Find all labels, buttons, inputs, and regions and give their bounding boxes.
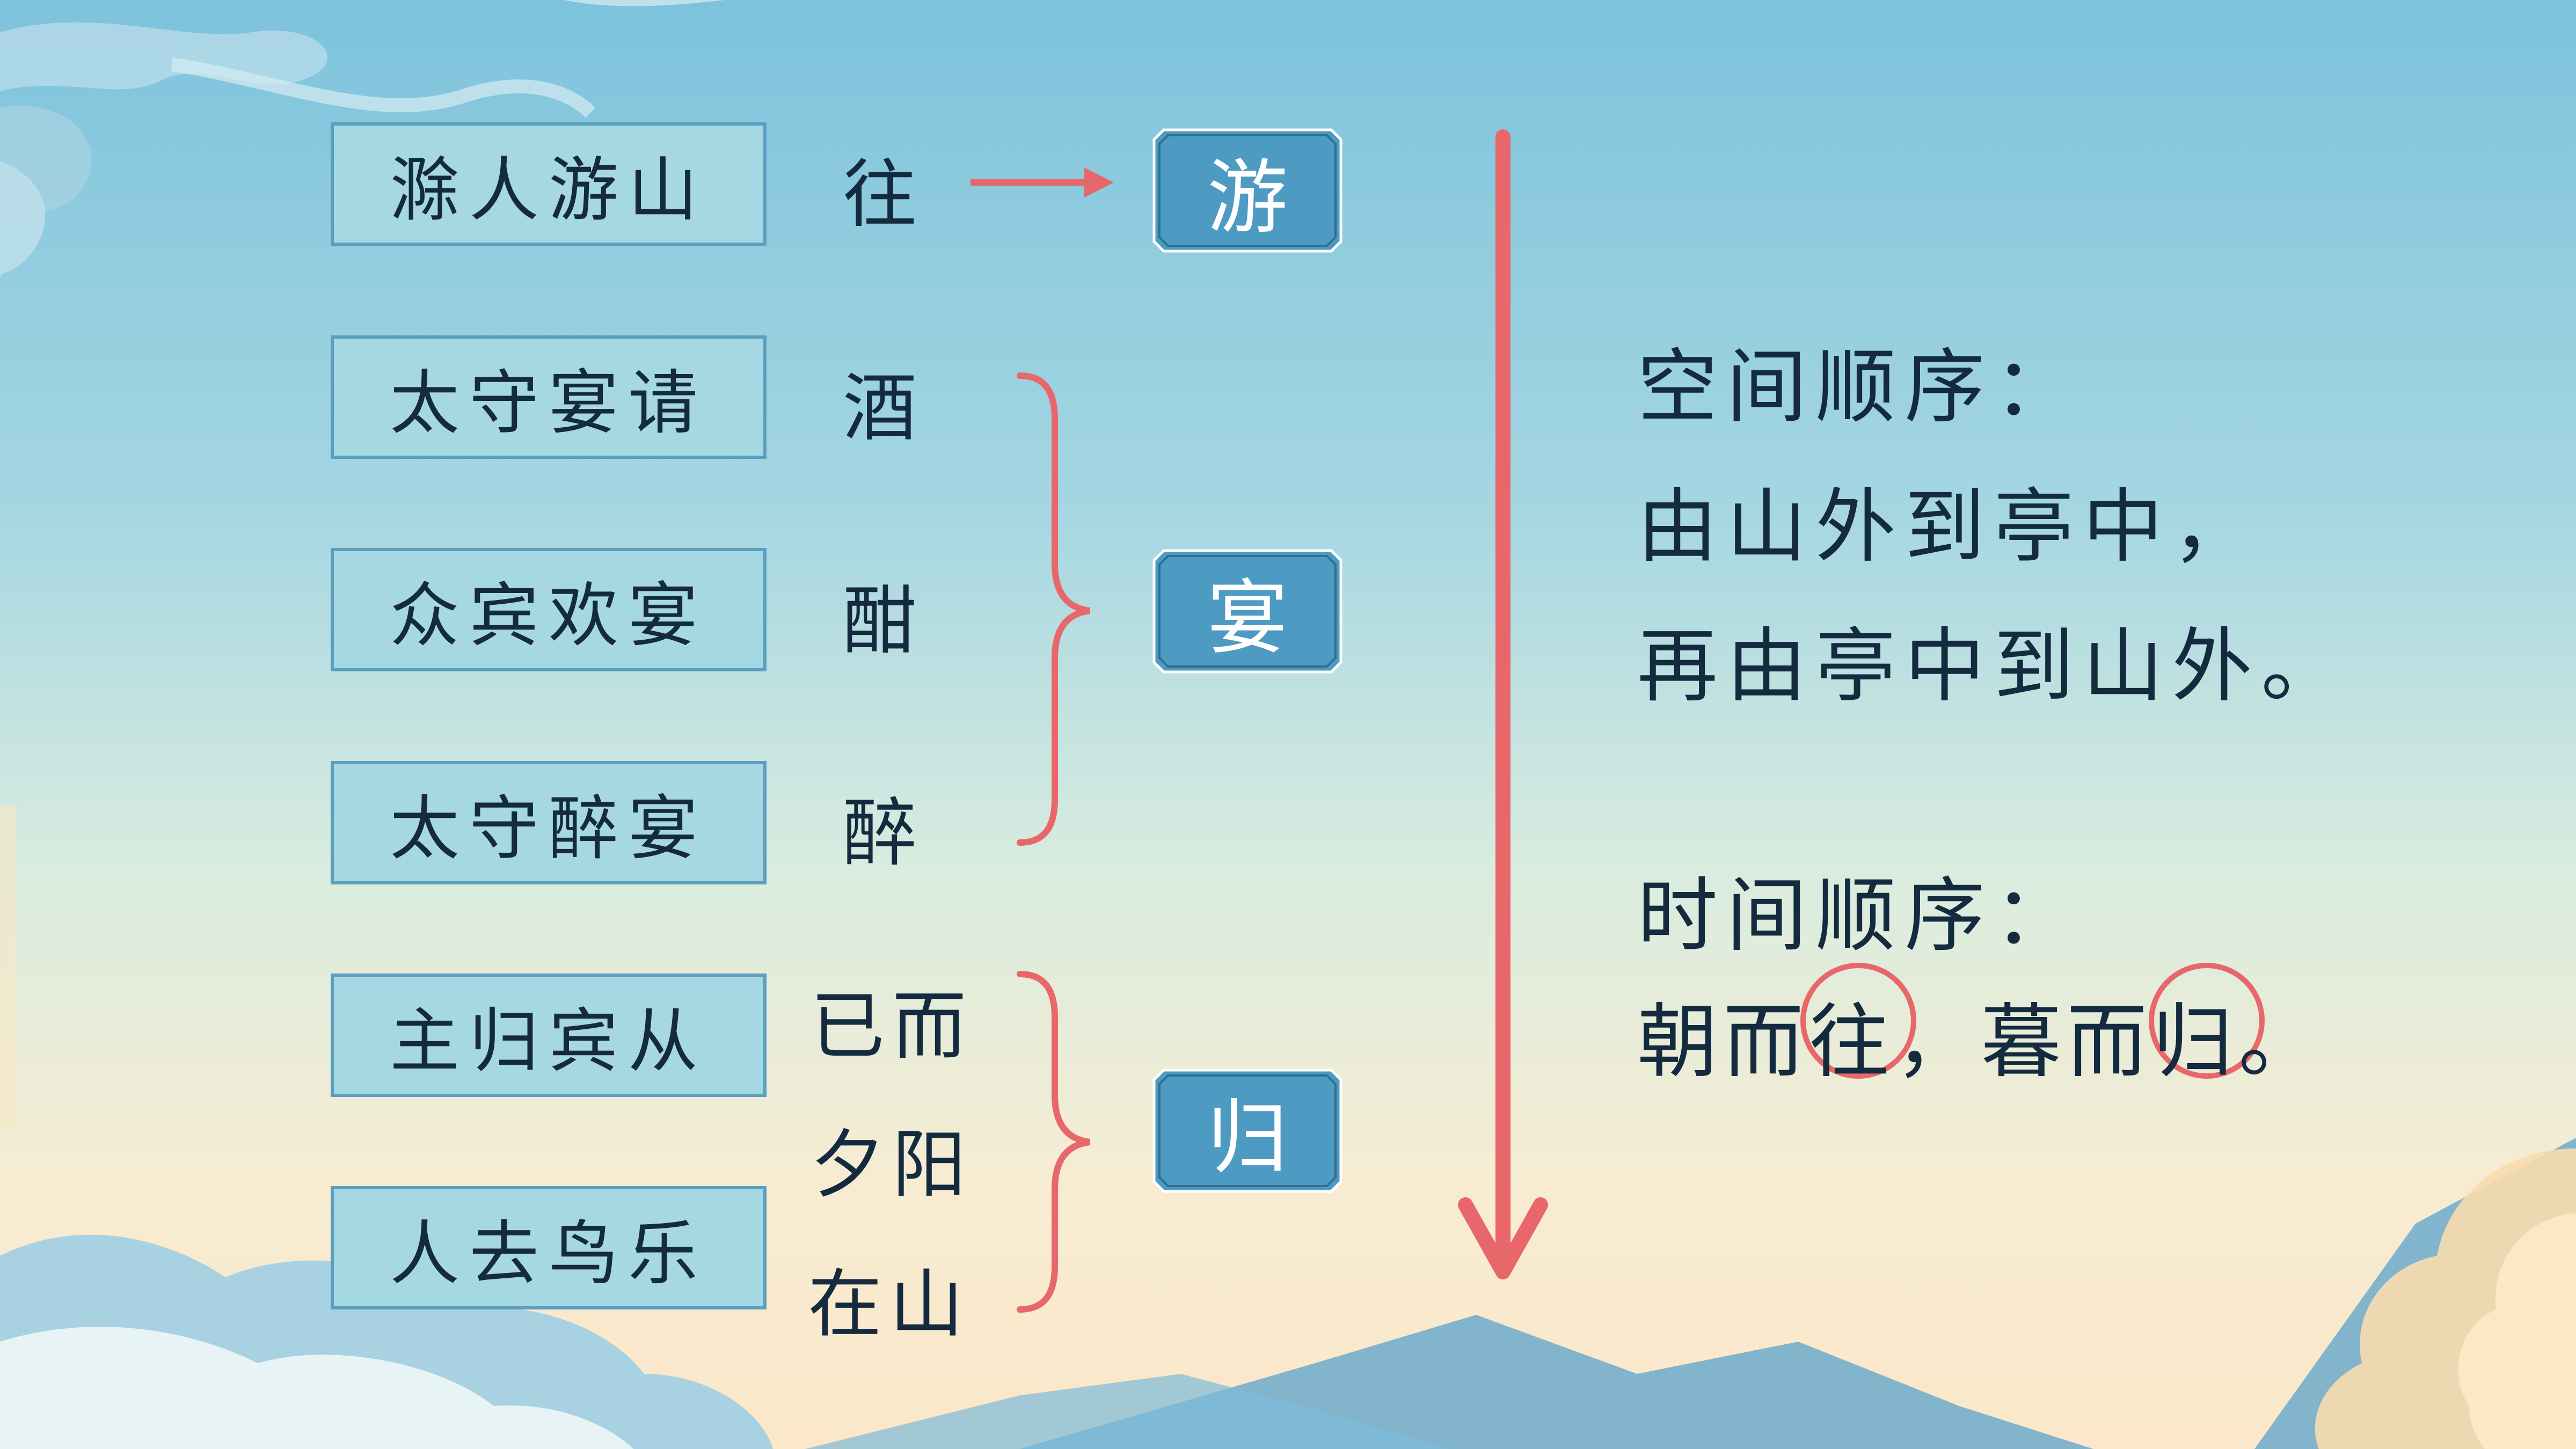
right-arrow	[970, 167, 1114, 197]
key-word-zui: 醉	[843, 790, 925, 876]
event-label: 太守宴请	[389, 362, 707, 444]
time-order-line: 朝而往，暮而归。	[1637, 996, 2325, 1089]
event-box-4: 太守醉宴	[331, 761, 767, 884]
spatial-order-line-1: 由山外到亭中，	[1637, 480, 2261, 574]
event-label: 众宾欢宴	[389, 575, 707, 656]
time-order-heading: 时间顺序：	[1637, 869, 2083, 963]
tag-label: 宴	[1207, 572, 1288, 665]
tag-label: 归	[1207, 1091, 1288, 1185]
event-box-6: 人去鸟乐	[331, 1186, 767, 1309]
key-word-zaishan: 在山	[808, 1261, 972, 1348]
spatial-order-line-2: 再由亭中到山外。	[1637, 620, 2351, 713]
spatial-order-heading: 空间顺序：	[1637, 341, 2083, 434]
highlight-circle-gui	[2149, 963, 2265, 1079]
tag-frame	[1152, 128, 1342, 253]
down-arrow	[1458, 129, 1548, 1279]
highlight-circle-wang	[1800, 963, 1916, 1079]
event-label: 太守醉宴	[389, 788, 707, 869]
event-box-3: 众宾欢宴	[331, 548, 767, 671]
event-box-2: 太守宴请	[331, 335, 767, 459]
key-word-han: 酣	[843, 578, 925, 664]
tag-you: 游	[1152, 128, 1343, 253]
event-label: 滁人游山	[389, 149, 707, 231]
brace-feast	[1017, 372, 1090, 846]
key-word-wang: 往	[843, 151, 925, 238]
tag-frame	[1152, 1069, 1342, 1193]
tag-yan: 宴	[1152, 548, 1343, 674]
tag-label: 游	[1207, 151, 1288, 245]
event-box-5: 主归宾从	[331, 974, 767, 1097]
event-label: 主归宾从	[389, 1000, 707, 1082]
brace-return	[1017, 971, 1090, 1313]
event-box-1: 滁人游山	[331, 122, 767, 246]
tag-frame	[1152, 549, 1342, 674]
key-word-yier: 已而	[811, 983, 974, 1070]
event-label: 人去鸟乐	[389, 1213, 707, 1294]
tag-gui: 归	[1152, 1068, 1343, 1194]
key-word-jiu: 酒	[843, 365, 925, 451]
key-word-xiyang: 夕阳	[811, 1122, 974, 1208]
